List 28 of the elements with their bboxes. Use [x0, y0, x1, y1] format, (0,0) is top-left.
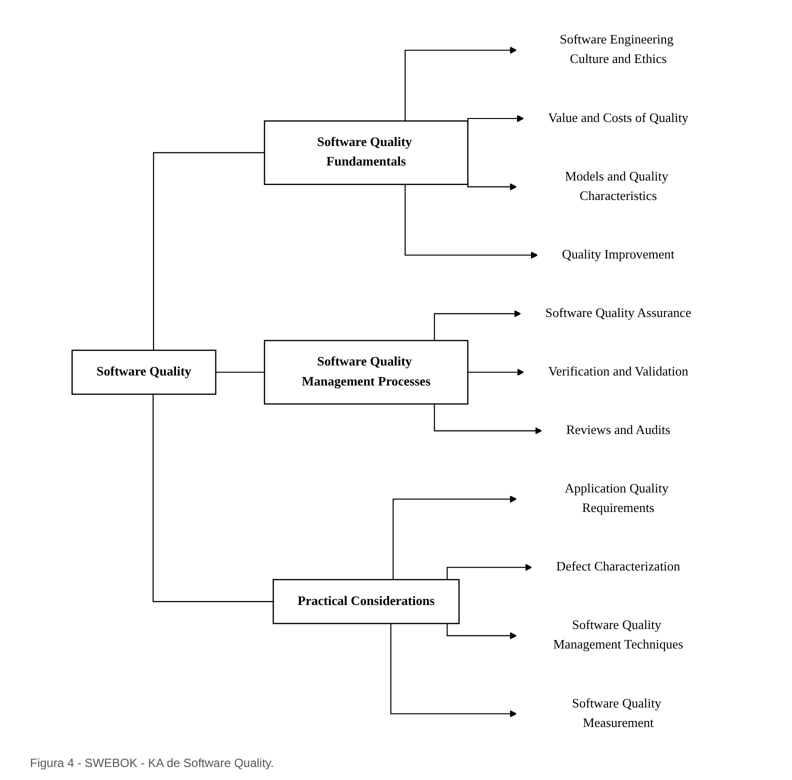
node-text: Software Quality Management Techniques	[553, 618, 684, 652]
node-box: Software Quality Fundamentals	[264, 120, 468, 185]
node-box: Software Quality Management Processes	[264, 340, 468, 405]
node-text: Software Quality Measurement	[572, 696, 662, 730]
arrow	[392, 496, 517, 580]
node-box: Practical Considerations	[272, 579, 460, 624]
connector	[215, 372, 264, 373]
arrow	[446, 624, 517, 640]
node-text: Models and Quality Characteristics	[564, 170, 668, 204]
node-box: Software Quality	[72, 350, 216, 395]
node-text: Defect Characterization	[556, 560, 680, 574]
node-text: Software Quality Assurance	[545, 306, 692, 320]
node-text: Value and Costs of Quality	[548, 111, 688, 126]
arrow	[434, 310, 522, 341]
connector	[152, 394, 274, 602]
node-text: Software Engineering Culture and Ethics	[560, 33, 674, 66]
arrow	[404, 46, 517, 121]
arrow	[434, 404, 542, 434]
arrow	[390, 624, 517, 718]
arrow	[467, 368, 524, 376]
node-text: Verification and Validation	[548, 364, 688, 379]
arrow	[404, 184, 538, 259]
node-text: Application Quality Requirements	[564, 482, 668, 516]
arrow	[446, 564, 532, 580]
figure-caption: Figura 4 - SWEBOK - KA de Software Quality.	[30, 756, 275, 770]
node-text: Reviews and Audits	[566, 423, 670, 438]
node-text: Quality Improvement	[562, 248, 674, 262]
connector	[153, 152, 264, 350]
